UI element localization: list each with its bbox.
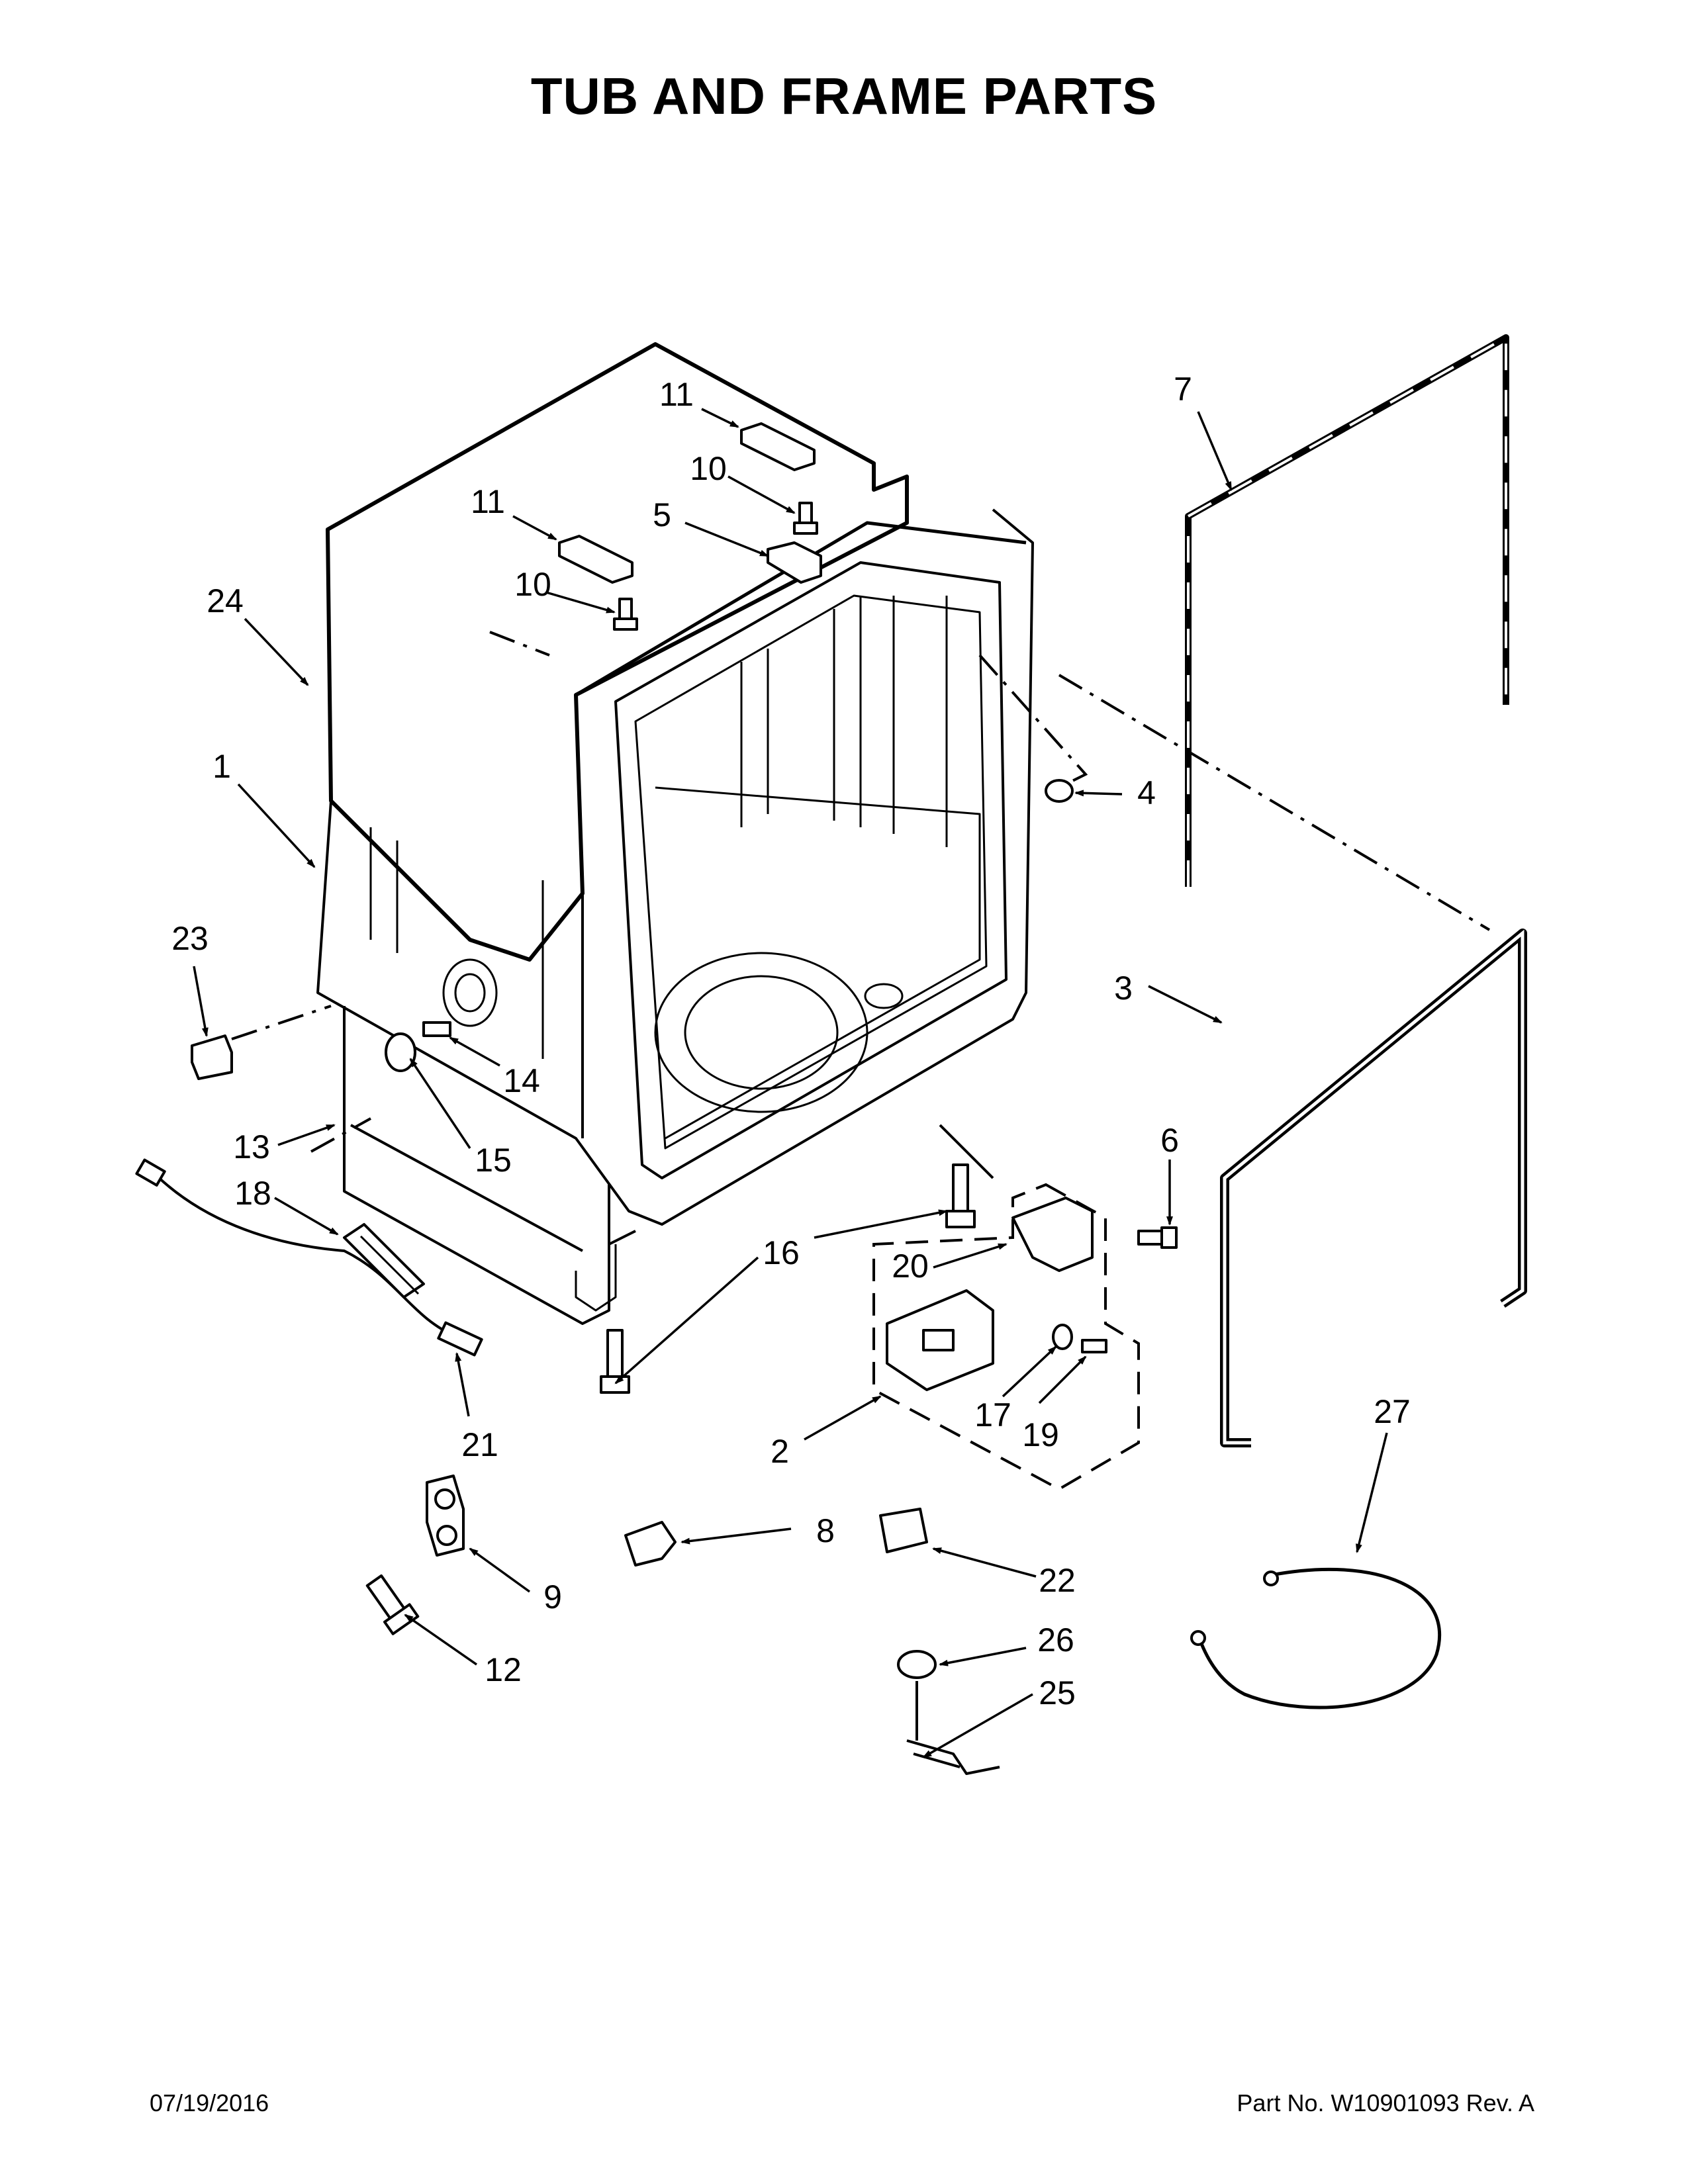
assembly-group-outline xyxy=(872,1183,1140,1491)
cable-21 xyxy=(151,1170,457,1338)
callout-labels: 11 10 11 5 10 24 7 1 4 23 3 13 14 15 6 1… xyxy=(171,371,1411,1711)
washer-15 xyxy=(385,1032,416,1072)
callout-12: 12 xyxy=(485,1651,522,1688)
callout-11: 11 xyxy=(659,376,694,413)
callout-18: 18 xyxy=(234,1175,271,1212)
tub-gasket-3 xyxy=(1220,929,1527,1447)
washer-17 xyxy=(1052,1324,1073,1350)
callout-7: 7 xyxy=(1174,371,1192,408)
callout-22: 22 xyxy=(1039,1562,1076,1599)
callout-5: 5 xyxy=(653,496,671,533)
callout-16: 16 xyxy=(763,1234,800,1271)
callout-11: 11 xyxy=(471,483,505,520)
callout-17: 17 xyxy=(974,1396,1011,1433)
assembly-lines xyxy=(231,631,1491,1153)
callout-27: 27 xyxy=(1374,1393,1411,1430)
bolt-14 xyxy=(422,1021,451,1037)
callout-13: 13 xyxy=(233,1128,270,1165)
screw-10b xyxy=(613,598,638,631)
callout-26: 26 xyxy=(1037,1621,1074,1659)
callout-25: 25 xyxy=(1039,1674,1076,1711)
hinge-11a xyxy=(740,422,816,471)
base-frame xyxy=(343,1006,994,1325)
callout-1: 1 xyxy=(212,748,231,785)
page-title: TUB AND FRAME PARTS xyxy=(530,67,1158,125)
screw-10a xyxy=(793,502,818,535)
callout-20: 20 xyxy=(892,1248,929,1285)
leveling-leg-16a xyxy=(945,1163,976,1228)
callout-15: 15 xyxy=(475,1142,512,1179)
tub-opening xyxy=(614,561,1008,1179)
leveling-leg-16b xyxy=(600,1329,630,1394)
callout-21: 21 xyxy=(461,1426,498,1463)
bracket-25 xyxy=(906,1739,1000,1775)
door-gasket-7 xyxy=(1185,334,1509,887)
callout-4: 4 xyxy=(1137,774,1156,811)
callout-6: 6 xyxy=(1160,1122,1179,1159)
callout-8: 8 xyxy=(816,1512,835,1549)
clip-5 xyxy=(767,541,822,584)
foot-cap-23 xyxy=(191,1034,233,1080)
clip-8 xyxy=(624,1521,677,1567)
plug-4 xyxy=(1045,779,1074,803)
small-parts xyxy=(135,422,1442,1775)
callout-10: 10 xyxy=(514,566,551,603)
sensor-26 xyxy=(897,1650,937,1679)
callout-23: 23 xyxy=(171,920,209,957)
callout-14: 14 xyxy=(503,1062,540,1099)
leader-arrows xyxy=(193,408,1388,1758)
screw-12 xyxy=(365,1574,420,1635)
callout-2: 2 xyxy=(771,1433,789,1470)
callout-9: 9 xyxy=(543,1578,562,1615)
callout-19: 19 xyxy=(1022,1416,1059,1453)
callout-10: 10 xyxy=(690,450,727,487)
tub-assembly xyxy=(316,342,1034,1325)
screw-6 xyxy=(1137,1226,1178,1249)
callout-24: 24 xyxy=(207,582,244,619)
bracket-22 xyxy=(879,1508,928,1553)
screw-19 xyxy=(1081,1339,1107,1353)
cover-20 xyxy=(1011,1197,1094,1272)
insulation-blanket xyxy=(326,342,909,962)
callout-3: 3 xyxy=(1114,970,1133,1007)
footer-date: 07/19/2016 xyxy=(150,2089,269,2116)
wire-harness-27 xyxy=(1196,1567,1442,1709)
footer-part-number: Part No. W10901093 Rev. A xyxy=(1237,2089,1534,2116)
hinge-11b xyxy=(558,535,633,584)
